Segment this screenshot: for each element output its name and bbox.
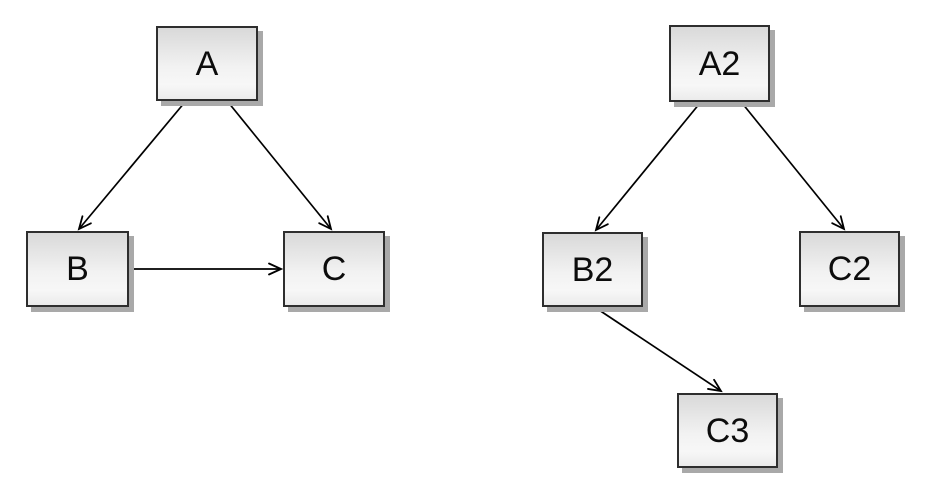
- edge-A2-C2: [741, 102, 844, 229]
- node-A[interactable]: A: [156, 26, 258, 101]
- node-A2[interactable]: A2: [669, 25, 770, 102]
- edge-A2-B2: [596, 102, 701, 230]
- node-B-label: B: [66, 250, 89, 288]
- node-B2-label: B2: [571, 250, 614, 289]
- edge-A-C: [227, 101, 331, 229]
- edge-A-B: [79, 101, 186, 229]
- node-C2[interactable]: C2: [799, 231, 900, 307]
- node-C[interactable]: C: [283, 231, 385, 307]
- node-B[interactable]: B: [26, 231, 129, 307]
- node-C3-label: C3: [705, 411, 750, 450]
- node-B2[interactable]: B2: [542, 232, 643, 307]
- node-A-label: A: [195, 44, 219, 83]
- node-A2-label: A2: [698, 44, 741, 83]
- node-C-label: C: [321, 250, 347, 288]
- node-C2-label: C2: [827, 250, 872, 288]
- node-C3[interactable]: C3: [677, 393, 778, 468]
- edge-B2-C3: [595, 307, 721, 391]
